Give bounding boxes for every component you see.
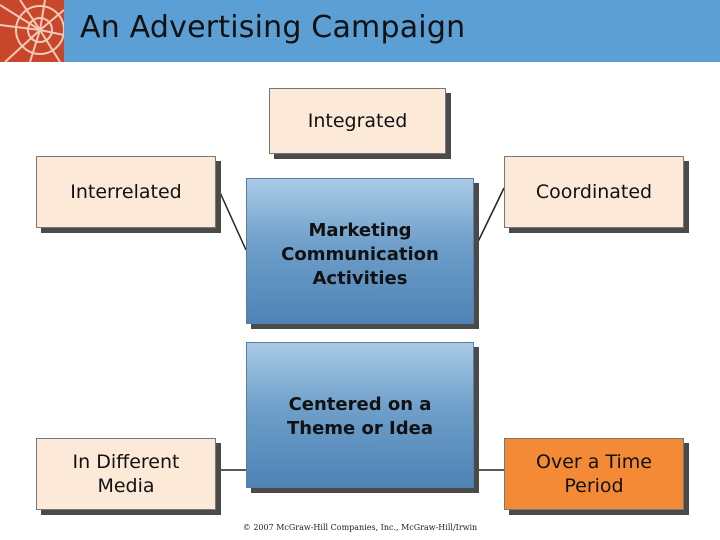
centered-line-2: Theme or Idea xyxy=(287,418,433,439)
marketing-line-2: Communication xyxy=(281,244,439,265)
time-line-1: Over a Time xyxy=(536,451,652,473)
box-marketing-activities: Marketing Communication Activities xyxy=(246,178,474,324)
box-integrated-label: Integrated xyxy=(307,110,408,132)
time-line-2: Period xyxy=(564,475,624,497)
connector-coordinated xyxy=(473,187,505,251)
box-interrelated: Interrelated xyxy=(36,156,216,228)
box-centered-theme: Centered on a Theme or Idea xyxy=(246,342,474,488)
box-coordinated-label: Coordinated xyxy=(535,181,653,203)
marketing-line-1: Marketing xyxy=(308,220,412,241)
centered-line-1: Centered on a xyxy=(288,394,432,415)
media-line-1: In Different xyxy=(72,451,180,473)
media-line-2: Media xyxy=(97,475,155,497)
box-interrelated-label: Interrelated xyxy=(70,181,182,203)
starburst-logo-icon xyxy=(0,0,64,62)
copyright-notice: © 2007 McGraw-Hill Companies, Inc., McGr… xyxy=(242,523,478,532)
box-integrated: Integrated xyxy=(269,88,446,154)
box-coordinated: Coordinated xyxy=(504,156,684,228)
box-different-media: In Different Media xyxy=(36,438,216,510)
page-title: An Advertising Campaign xyxy=(80,10,466,45)
marketing-line-3: Activities xyxy=(312,268,408,289)
logo-graphic xyxy=(0,0,64,62)
header-bar: An Advertising Campaign xyxy=(0,0,720,62)
box-over-time: Over a Time Period xyxy=(504,438,684,510)
connector-interrelated xyxy=(217,187,247,251)
